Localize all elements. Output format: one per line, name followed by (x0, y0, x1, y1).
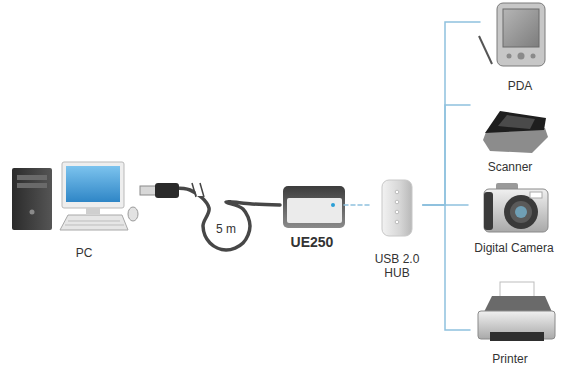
node-label: Digital Camera (468, 241, 560, 255)
usb-link (344, 204, 371, 206)
usb-bus-line (423, 22, 480, 205)
pda-screen (503, 9, 539, 47)
scanner-illustration (483, 111, 548, 153)
usb-plug (140, 183, 179, 198)
mouse (128, 207, 138, 221)
usb-bus-line (423, 205, 470, 330)
stylus (479, 36, 492, 64)
status-led (331, 203, 335, 207)
plug-metal (140, 186, 156, 195)
extender-node: UE250 (280, 182, 344, 250)
monitor-bezel (62, 162, 124, 208)
hub-body (382, 180, 412, 236)
hub-port (395, 190, 399, 194)
output-tray (490, 332, 544, 341)
pc-illustration (12, 162, 138, 230)
pda-button (507, 54, 512, 59)
camera-lens (515, 206, 527, 218)
node-label: PC (20, 246, 148, 260)
extender-face (287, 198, 342, 223)
node-label: Scanner (470, 160, 550, 174)
node-label: PDA (480, 79, 560, 93)
hub-node: USB 2.0 HUB (371, 176, 423, 280)
camera-grip (484, 192, 493, 230)
pda-body (497, 3, 545, 66)
keyboard (60, 215, 128, 230)
keyboard-keys (68, 221, 120, 222)
break-mark (200, 183, 204, 197)
ue250-illustration (283, 186, 345, 228)
extender-body (283, 186, 345, 228)
hub-port (395, 200, 399, 204)
drive-bay (17, 175, 47, 180)
pda-button (518, 53, 525, 60)
drive-bay (17, 183, 47, 188)
usb-bus-line (423, 105, 470, 205)
monitor-screen (66, 166, 120, 202)
node-label: UE250 (280, 234, 344, 250)
device-node: Printer (470, 280, 550, 366)
scanner-glass (498, 115, 535, 129)
camera-illustration (484, 183, 548, 232)
device-node: Digital Camera (468, 180, 560, 255)
hub-illustration (382, 180, 412, 236)
cable-length-label: 5 m (215, 222, 237, 236)
power-button (30, 210, 35, 215)
camera-lens (504, 195, 538, 229)
pc-tower (12, 168, 52, 230)
printer-illustration (478, 282, 555, 341)
hub-port (395, 220, 399, 224)
keyboard-keys (65, 225, 124, 226)
node-label: USB 2.0 HUB (371, 252, 423, 280)
hub-port (395, 210, 399, 214)
camera-body (484, 189, 548, 232)
plug-body (155, 183, 179, 198)
pda-illustration (479, 3, 545, 66)
monitor-stand (86, 208, 100, 214)
scanner-lid (485, 111, 546, 133)
pda-button (531, 54, 536, 59)
camera-flash (530, 192, 542, 198)
break-gap (193, 184, 203, 196)
device-node: PDA (480, 0, 560, 93)
camera-lens (510, 201, 532, 223)
printer-top (484, 296, 552, 312)
cable-break (192, 183, 204, 197)
break-mark (192, 183, 196, 197)
device-node: Scanner (470, 95, 550, 174)
node-label: Printer (470, 352, 550, 366)
computer-node: PC (20, 158, 148, 260)
